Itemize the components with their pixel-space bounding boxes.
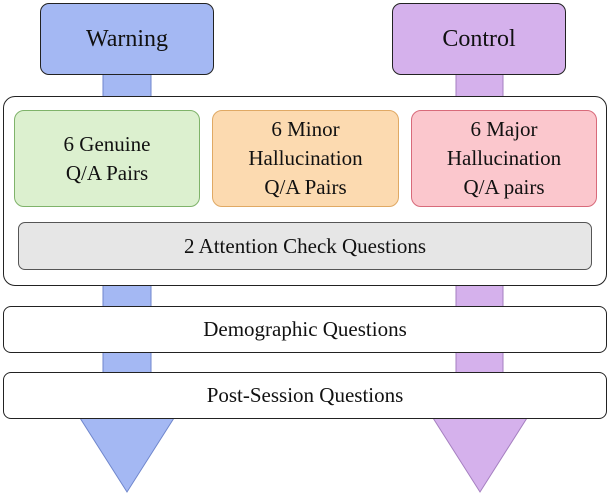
genuine-qa-box: 6 Genuine Q/A Pairs xyxy=(14,110,200,207)
control-group-label: Control xyxy=(442,25,516,52)
demographic-questions-label: Demographic Questions xyxy=(203,317,407,341)
warning-arrow-head xyxy=(79,417,175,493)
post-session-questions-box: Post-Session Questions xyxy=(3,372,607,419)
genuine-line-2: Q/A Pairs xyxy=(65,160,149,185)
major-line-2: Hallucination xyxy=(446,146,562,170)
minor-line-3: Q/A Pairs xyxy=(264,175,347,199)
major-line-1: 6 Major xyxy=(470,117,538,141)
control-arrow-head xyxy=(432,417,528,493)
attention-check-label: 2 Attention Check Questions xyxy=(183,233,427,258)
minor-hallucination-qa-box: 6 Minor Hallucination Q/A Pairs xyxy=(212,110,399,207)
warning-group-label: Warning xyxy=(85,25,169,52)
minor-line-1: 6 Minor xyxy=(271,117,340,141)
post-session-questions-label: Post-Session Questions xyxy=(206,383,404,407)
control-group-box: Control xyxy=(392,3,566,75)
attention-check-box: 2 Attention Check Questions xyxy=(18,222,592,270)
major-line-3: Q/A pairs xyxy=(463,175,545,199)
major-hallucination-qa-box: 6 Major Hallucination Q/A pairs xyxy=(411,110,597,207)
genuine-line-1: 6 Genuine xyxy=(63,131,151,156)
warning-group-box: Warning xyxy=(40,3,214,75)
minor-line-2: Hallucination xyxy=(248,146,363,170)
demographic-questions-box: Demographic Questions xyxy=(3,306,607,353)
